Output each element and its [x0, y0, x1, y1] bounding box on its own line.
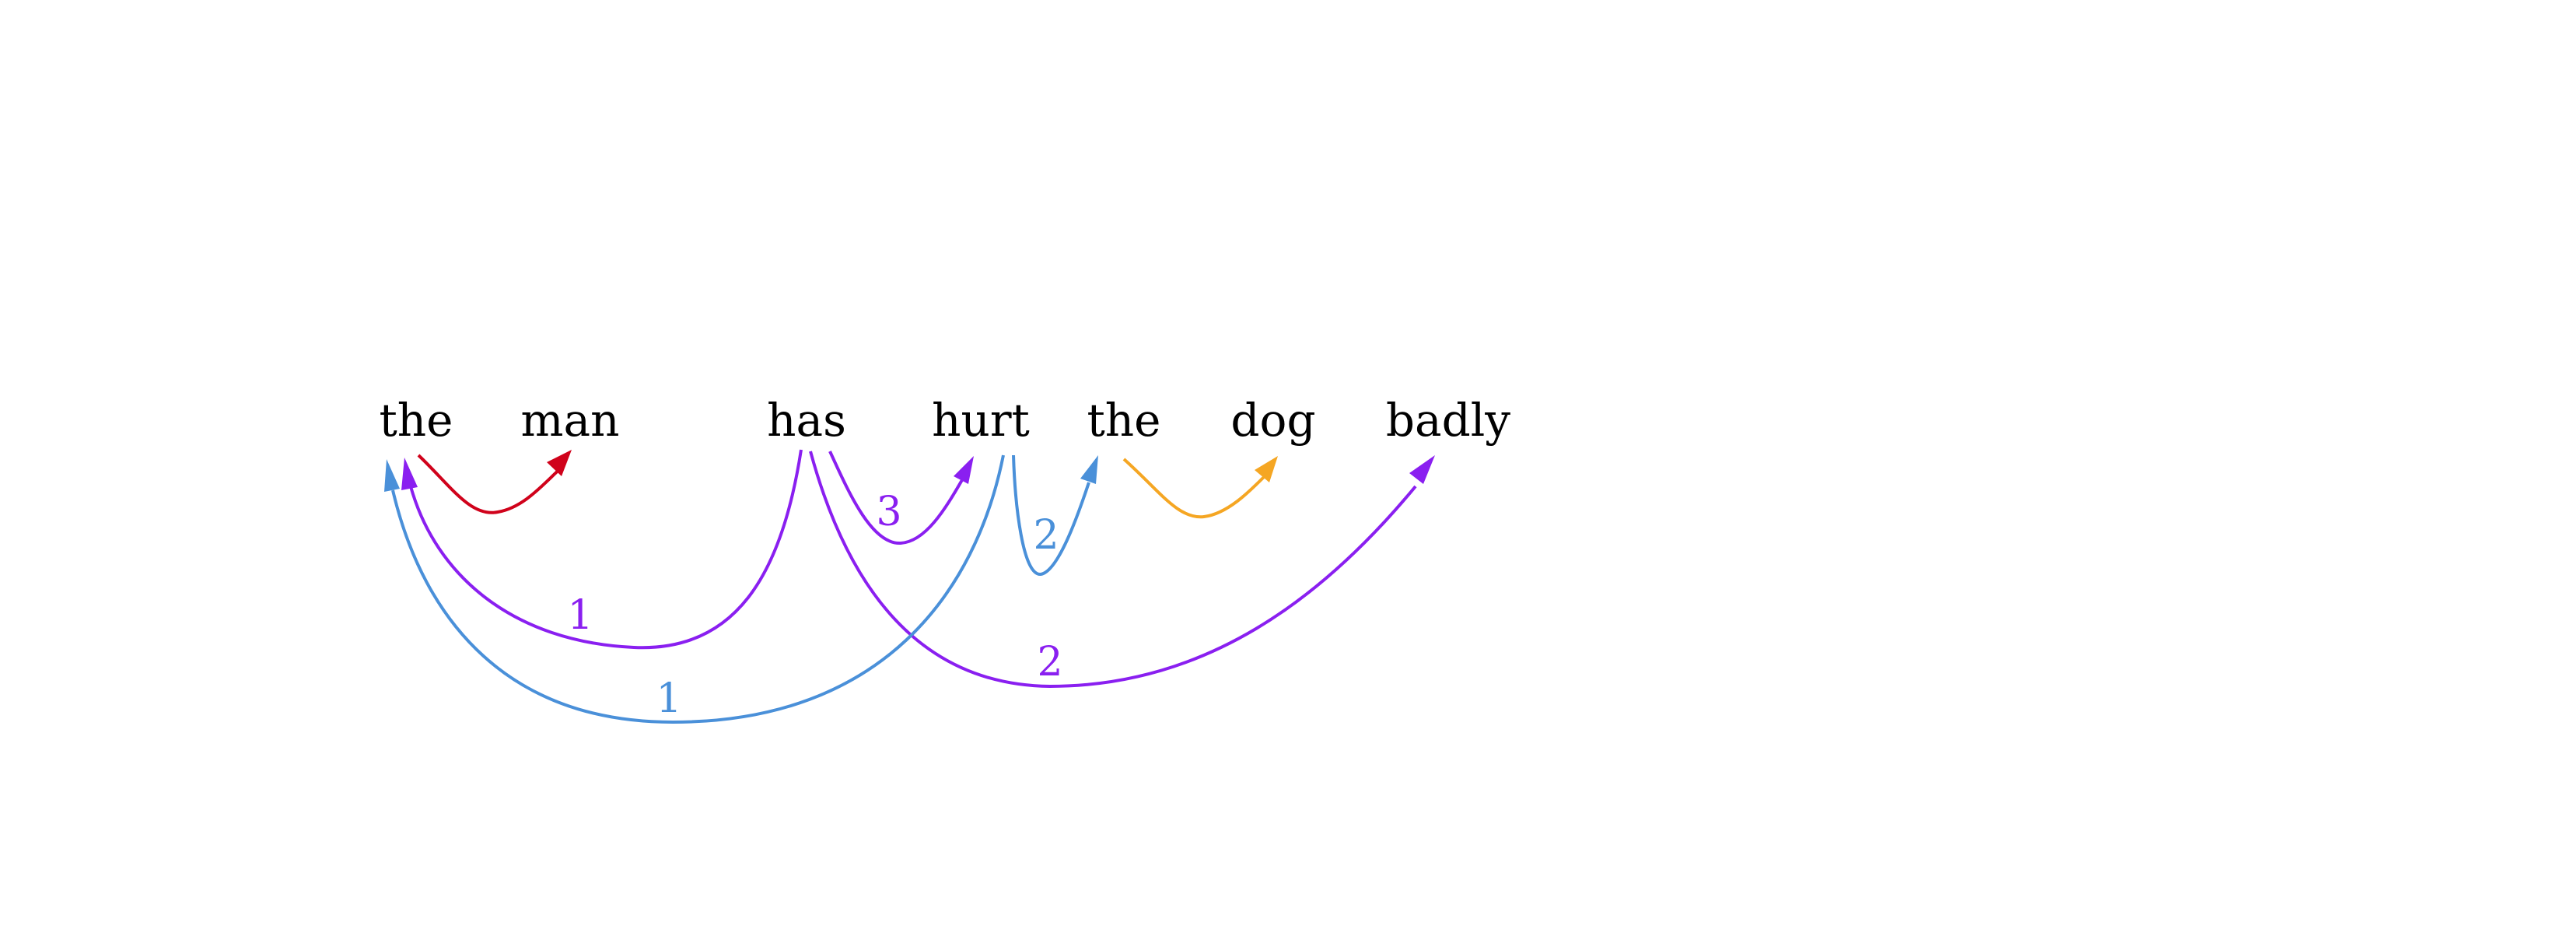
arrowhead-orange — [1255, 456, 1278, 482]
word-badly: badly — [1386, 394, 1510, 447]
arc-labels: 1 3 2 1 2 — [567, 489, 1062, 722]
arcs — [384, 449, 1435, 724]
arrowhead-purple-2 — [954, 456, 974, 484]
arc-hurt-the — [391, 454, 1005, 724]
word-man: man — [521, 394, 620, 447]
arrowhead-purple-1 — [401, 458, 418, 490]
arrowhead-purple-3 — [1409, 455, 1435, 484]
arrowhead-blue-1 — [384, 459, 400, 492]
arrowhead-blue-2 — [1080, 455, 1098, 484]
arc-label-hurt-the-2: 2 — [1033, 512, 1059, 559]
arc-the-man — [417, 454, 565, 514]
arc-has-the — [409, 449, 803, 650]
word-the-2: the — [1087, 394, 1161, 447]
arc-label-has-the: 1 — [567, 592, 593, 639]
arc-label-has-badly: 2 — [1037, 639, 1062, 686]
word-dog: dog — [1230, 394, 1315, 447]
arc-has-badly — [809, 451, 1417, 689]
arc-hurt-the-2 — [1012, 454, 1090, 576]
arc-the-dog — [1122, 458, 1269, 519]
arc-has-hurt — [828, 451, 964, 545]
word-hurt: hurt — [932, 394, 1030, 447]
word-row: the man has hurt the dog badly — [380, 394, 1511, 447]
word-has: has — [767, 394, 846, 447]
word-the-1: the — [380, 394, 453, 447]
arc-label-has-hurt: 3 — [876, 489, 901, 535]
arrowhead-red — [547, 450, 572, 476]
arc-label-hurt-the: 1 — [656, 675, 681, 722]
